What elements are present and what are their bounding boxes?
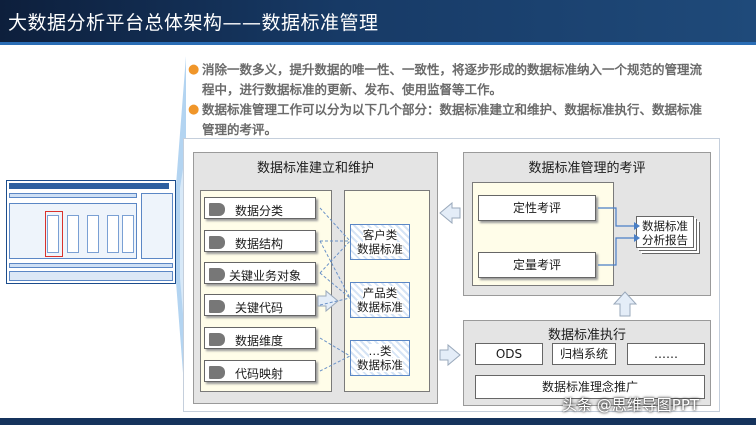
exec-ods[interactable]: ODS: [475, 343, 543, 365]
item-data-dimension[interactable]: 数据维度: [204, 327, 316, 349]
item-key-business-object[interactable]: 关键业务对象: [204, 262, 316, 284]
folder-tab-icon: [209, 203, 225, 216]
thumbnail-side-panel: [141, 193, 173, 259]
thumbnail-column: [107, 215, 119, 253]
standard-promotion[interactable]: 数据标准理念推广: [475, 375, 705, 399]
exec-archive-system[interactable]: 归档系统: [552, 343, 616, 365]
bullet-item: ● 数据标准管理工作可以分为以下几个部分：数据标准建立和维护、数据标准执行、数据…: [188, 100, 708, 140]
bullet-list: ● 消除一数多义，提升数据的唯一性、一致性，将逐步形成的数据标准纳入一个规范的管…: [188, 60, 708, 140]
bullet-item: ● 消除一数多义，提升数据的唯一性、一致性，将逐步形成的数据标准纳入一个规范的管…: [188, 60, 708, 100]
standard-other[interactable]: …类 数据标准: [350, 340, 410, 376]
bullet-text: 消除一数多义，提升数据的唯一性、一致性，将逐步形成的数据标准纳入一个规范的管理流…: [202, 62, 703, 97]
thumbnail-title-bar: [9, 183, 169, 189]
evaluation-title: 数据标准管理的考评: [528, 161, 646, 176]
folder-tab-icon: [209, 333, 225, 346]
item-data-structure[interactable]: 数据结构: [204, 230, 316, 252]
thumbnail-column: [122, 215, 134, 253]
arrow-right-icon: [317, 289, 339, 313]
thumbnail-platform-row: [9, 263, 173, 268]
thumbnail-column: [47, 215, 59, 253]
thumbnail-highlight: [45, 211, 63, 257]
folder-tab-icon: [209, 366, 225, 379]
folder-tab-icon: [209, 300, 225, 313]
bullet-text: 数据标准管理工作可以分为以下几个部分：数据标准建立和维护、数据标准执行、数据标准…: [202, 102, 703, 137]
item-code-mapping[interactable]: 代码映射: [204, 360, 316, 382]
arrow-up-icon: [612, 291, 638, 317]
execution-title: 数据标准执行: [547, 328, 626, 343]
build-maintain-title: 数据标准建立和维护: [256, 161, 374, 176]
arrow-left-icon: [439, 201, 461, 225]
folder-tab-icon: [209, 236, 225, 249]
thumbnail-column: [87, 215, 99, 253]
item-key-code[interactable]: 关键代码: [204, 294, 316, 316]
header-bar: 大数据分析平台总体架构——数据标准管理: [0, 0, 756, 42]
bullet-dot-icon: ●: [188, 102, 200, 117]
exec-more[interactable]: ……: [627, 343, 705, 365]
analysis-report-doc[interactable]: 数据标准 分析报告: [636, 216, 694, 248]
header-divider: [0, 42, 756, 45]
watermark-text: 头条 @思维导图PPT: [562, 396, 700, 414]
standard-customer[interactable]: 客户类 数据标准: [350, 224, 410, 260]
architecture-thumbnail[interactable]: [6, 180, 176, 284]
bullet-dot-icon: ●: [188, 62, 200, 77]
folder-tab-icon: [209, 268, 225, 281]
thumbnail-source-row: [9, 193, 137, 198]
qualitative-eval-button[interactable]: 定性考评: [478, 195, 596, 221]
item-data-category[interactable]: 数据分类: [204, 197, 316, 219]
footer-bar: [0, 418, 756, 425]
page-title: 大数据分析平台总体架构——数据标准管理: [8, 12, 379, 34]
quantitative-eval-button[interactable]: 定量考评: [478, 252, 596, 278]
thumbnail-column: [67, 215, 79, 253]
thumbnail-footer-row: [9, 271, 173, 281]
arrow-right-icon: [439, 343, 461, 367]
build-items-panel: [200, 190, 332, 392]
standard-product[interactable]: 产品类 数据标准: [350, 282, 410, 318]
